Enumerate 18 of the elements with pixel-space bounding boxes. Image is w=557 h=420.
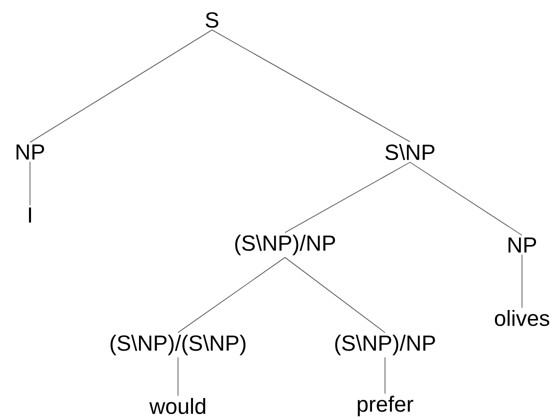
word-label: I — [28, 207, 32, 223]
tree-branch — [212, 30, 410, 142]
tree-branch — [384, 357, 386, 394]
tree-branch — [410, 162, 522, 236]
tree-branch — [284, 257, 386, 333]
category-label: S\NP — [385, 144, 434, 160]
category-label: S — [206, 12, 218, 28]
category-label: (S\NP)/NP — [235, 234, 335, 256]
category-label: NP — [16, 144, 44, 160]
word-label: would — [149, 398, 206, 414]
word-label: prefer — [358, 396, 414, 416]
category-label: (S\NP)/NP — [335, 334, 435, 356]
tree-branch — [178, 257, 286, 333]
word-label: olives — [494, 310, 550, 326]
category-label: NP — [508, 237, 536, 253]
category-label: (S\NP)/(S\NP) — [110, 334, 246, 356]
tree-branch — [284, 162, 410, 233]
tree-branch — [30, 30, 212, 143]
